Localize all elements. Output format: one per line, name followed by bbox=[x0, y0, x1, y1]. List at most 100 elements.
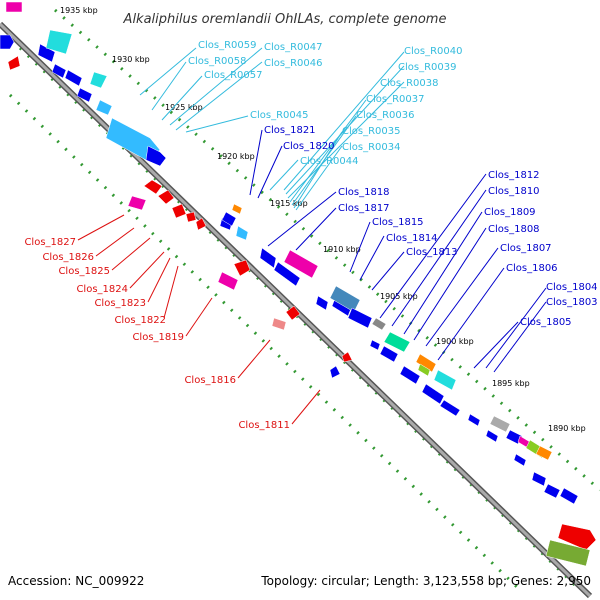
gene-label: Clos_1804 bbox=[546, 282, 598, 293]
rna-labels: Clos_R0059 Clos_R0058 Clos_R0057 Clos_R0… bbox=[188, 40, 463, 167]
gene-arrow bbox=[433, 369, 457, 391]
gene-arrow bbox=[329, 365, 341, 379]
gene-arrow bbox=[143, 179, 163, 195]
kbp-label: 1895 kbp bbox=[492, 379, 530, 388]
gene-arrow bbox=[185, 211, 197, 223]
gene-label: Clos_1806 bbox=[506, 263, 558, 274]
gene-label: Clos_1822 bbox=[114, 315, 166, 326]
gene-arrow bbox=[513, 453, 527, 467]
gene-label: Clos_1816 bbox=[184, 375, 236, 386]
kbp-scale: 1935 kbp 1930 kbp 1925 kbp 1920 kbp 1915… bbox=[60, 6, 586, 433]
gene-label: Clos_1827 bbox=[24, 237, 76, 248]
rna-label: Clos_R0044 bbox=[300, 156, 359, 167]
gene-arrow bbox=[371, 317, 387, 331]
kbp-label: 1900 kbp bbox=[436, 337, 474, 346]
gene-arrow bbox=[421, 383, 445, 405]
gene-arrow bbox=[417, 363, 431, 377]
gene-label: Clos_1820 bbox=[283, 141, 335, 152]
gene-label: Clos_1809 bbox=[484, 207, 536, 218]
kbp-label: 1920 kbp bbox=[217, 152, 255, 161]
gene-arrow bbox=[5, 1, 23, 13]
rna-label: Clos_R0037 bbox=[366, 94, 425, 105]
gene-arrow bbox=[545, 539, 591, 567]
gene-arrow bbox=[557, 523, 597, 551]
gene-arrow bbox=[559, 487, 579, 505]
kbp-label: 1935 kbp bbox=[60, 6, 98, 15]
rna-label: Clos_R0038 bbox=[380, 78, 439, 89]
gene-arrow bbox=[347, 307, 373, 329]
gene-label: Clos_1812 bbox=[488, 170, 540, 181]
kbp-label: 1915 kbp bbox=[270, 199, 308, 208]
gene-label: Clos_1810 bbox=[488, 186, 540, 197]
gene-arrow bbox=[285, 305, 301, 321]
gene-label: Clos_1808 bbox=[488, 224, 540, 235]
rna-leaders bbox=[139, 47, 405, 211]
gene-arrow bbox=[195, 217, 207, 231]
gene-arrow bbox=[233, 259, 251, 277]
gene-label: Clos_1811 bbox=[238, 420, 290, 431]
genes-upper-strand bbox=[0, 1, 579, 505]
gene-leaders-bottom bbox=[77, 214, 321, 425]
gene-label: Clos_1817 bbox=[338, 203, 390, 214]
gene-arrow bbox=[0, 34, 15, 50]
rna-label: Clos_R0035 bbox=[342, 126, 401, 137]
rna-label: Clos_R0059 bbox=[198, 40, 257, 51]
rna-label: Clos_R0040 bbox=[404, 46, 463, 57]
kbp-label: 1890 kbp bbox=[548, 424, 586, 433]
gene-arrow bbox=[531, 471, 547, 487]
gene-arrow bbox=[217, 271, 239, 291]
gene-label: Clos_1818 bbox=[338, 187, 390, 198]
gene-arrow bbox=[273, 261, 301, 287]
gene-arrow bbox=[399, 365, 421, 385]
gene-arrow bbox=[231, 203, 243, 215]
gene-arrow bbox=[489, 415, 511, 433]
gene-arrow bbox=[221, 211, 237, 227]
gene-arrow bbox=[535, 445, 553, 461]
gene-label: Clos_1819 bbox=[132, 332, 184, 343]
gene-arrow bbox=[505, 429, 523, 445]
kbp-label: 1930 kbp bbox=[112, 55, 150, 64]
gene-arrow bbox=[64, 69, 83, 87]
rna-label: Clos_R0057 bbox=[204, 70, 263, 81]
rna-label: Clos_R0039 bbox=[398, 62, 457, 73]
kbp-label: 1910 kbp bbox=[323, 245, 361, 254]
gene-arrow bbox=[76, 87, 93, 103]
gene-arrow bbox=[127, 195, 147, 211]
gene-leaders-top bbox=[249, 129, 547, 373]
gene-arrow bbox=[467, 413, 481, 427]
gene-label: Clos_1803 bbox=[546, 297, 598, 308]
rna-label: Clos_R0045 bbox=[250, 110, 309, 121]
gene-arrow bbox=[315, 295, 329, 311]
gene-arrow bbox=[439, 399, 461, 417]
gene-label: Clos_1821 bbox=[264, 125, 316, 136]
gene-arrow bbox=[89, 71, 108, 89]
gene-arrow bbox=[7, 55, 21, 71]
gene-label: Clos_1823 bbox=[94, 298, 146, 309]
gene-arrow bbox=[543, 483, 561, 499]
rna-label: Clos_R0034 bbox=[342, 142, 401, 153]
gene-arrow bbox=[271, 317, 287, 331]
gene-arrow bbox=[383, 331, 411, 353]
gene-arrow bbox=[379, 345, 399, 363]
gene-arrow bbox=[485, 429, 499, 443]
rna-label: Clos_R0058 bbox=[188, 56, 247, 67]
map-title: Alkaliphilus oremlandii OhILAs, complete… bbox=[123, 12, 447, 27]
gene-label: Clos_1825 bbox=[58, 266, 110, 277]
kbp-label: 1905 kbp bbox=[380, 292, 418, 301]
rna-label: Clos_R0036 bbox=[356, 110, 415, 121]
gene-label: Clos_1824 bbox=[76, 284, 128, 295]
gene-labels-bottom: Clos_1827 Clos_1826 Clos_1825 Clos_1824 … bbox=[24, 237, 290, 431]
gene-labels-top: Clos_1821 Clos_1820 Clos_1818 Clos_1817 … bbox=[264, 125, 598, 328]
accession-text: Accession: NC_009922 bbox=[8, 574, 144, 588]
rna-label: Clos_R0046 bbox=[264, 58, 323, 69]
gene-arrow bbox=[157, 189, 175, 205]
gene-label: Clos_1805 bbox=[520, 317, 572, 328]
gene-arrow bbox=[235, 225, 249, 241]
gene-arrow bbox=[51, 63, 67, 79]
gene-arrow bbox=[145, 145, 167, 167]
gene-arrow bbox=[341, 351, 353, 363]
gene-label: Clos_1826 bbox=[42, 252, 94, 263]
gene-arrow bbox=[283, 249, 319, 279]
gene-label: Clos_1807 bbox=[500, 243, 552, 254]
